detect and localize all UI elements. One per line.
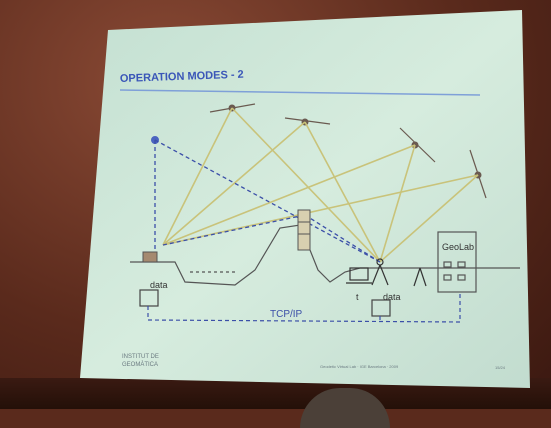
reference-tower-icon [297,209,311,251]
terrain [130,224,520,286]
footer-caption: Geodetic Virtual Lab · IGE Barcelona · 2… [320,364,399,369]
footer-logo-line1: INSTITUT DE [122,354,159,360]
gnss-tripod-right-icon [371,258,389,286]
data-box-left [139,289,159,307]
tripod-icon [413,267,427,287]
slide-surface [80,10,530,388]
tcp-ip-link [147,292,461,323]
data-boxes [139,289,391,317]
geolab-label: GeoLab [442,242,474,252]
gnss-receiver-left-icon [142,251,158,263]
left-data-label: data [150,280,168,290]
laptop-icon [346,267,372,284]
page-number: 15/24 [495,365,506,370]
satellite-rays [162,107,479,263]
geolab-building-icon [437,231,477,293]
data-box-right [371,299,391,317]
projection-screen: OPERATION MODES - 2 data t data GeoLab T… [80,10,530,388]
tcp-ip-label: TCP/IP [270,309,303,320]
footer-logo-line2: GEOMÀTICA [122,361,158,368]
right-time-label: t [356,292,359,302]
slide-title: OPERATION MODES - 2 [120,69,244,85]
right-data-label: data [383,292,401,302]
radio-links [154,139,381,263]
